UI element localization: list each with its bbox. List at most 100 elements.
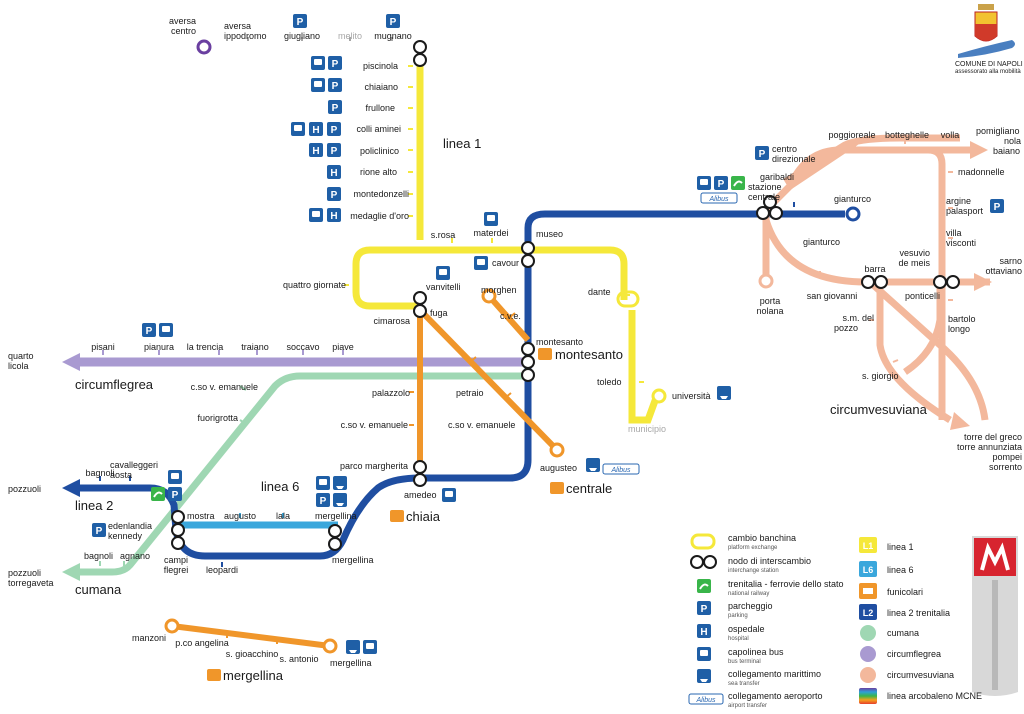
parking-icon: P bbox=[328, 56, 342, 70]
sea-transfer-icon bbox=[717, 386, 731, 400]
station-label: aversa bbox=[169, 16, 196, 26]
svg-text:barra: barra bbox=[864, 264, 885, 274]
svg-text:mergellina: mergellina bbox=[332, 555, 374, 565]
svg-text:s. giorgio: s. giorgio bbox=[862, 371, 899, 381]
bus-icon bbox=[311, 56, 325, 70]
svg-text:lala: lala bbox=[276, 511, 290, 521]
svg-text:policlinico: policlinico bbox=[360, 146, 399, 156]
svg-text:cumana: cumana bbox=[887, 628, 919, 638]
bus-icon bbox=[316, 476, 330, 490]
circumflegrea-line bbox=[62, 350, 530, 371]
bus-icon bbox=[436, 266, 450, 280]
parking-icon: P bbox=[92, 523, 106, 537]
svg-text:national railway: national railway bbox=[728, 591, 769, 597]
svg-text:rione alto: rione alto bbox=[360, 167, 397, 177]
svg-text:centrale: centrale bbox=[566, 481, 612, 496]
svg-text:botteghelle: botteghelle bbox=[885, 130, 929, 140]
funicolari-lines bbox=[171, 294, 560, 649]
sea-transfer-icon bbox=[333, 476, 347, 490]
svg-text:H: H bbox=[700, 627, 707, 638]
alibus-badge: Alibus bbox=[700, 192, 738, 204]
svg-text:melito: melito bbox=[338, 31, 362, 41]
svg-text:manzoni: manzoni bbox=[132, 633, 166, 643]
svg-text:giugliano: giugliano bbox=[284, 31, 320, 41]
svg-text:linea 1: linea 1 bbox=[887, 542, 914, 552]
svg-text:colli aminei: colli aminei bbox=[356, 124, 401, 134]
svg-text:palazzolo: palazzolo bbox=[372, 388, 410, 398]
svg-text:pisani: pisani bbox=[91, 342, 115, 352]
svg-text:P: P bbox=[332, 103, 339, 114]
trenitalia-icon bbox=[731, 176, 745, 190]
bus-icon bbox=[309, 208, 323, 222]
svg-text:P: P bbox=[320, 496, 327, 507]
svg-text:mergellina: mergellina bbox=[223, 668, 284, 683]
linea1-name: linea 1 bbox=[443, 136, 481, 151]
svg-text:capolinea bus: capolinea bus bbox=[728, 647, 784, 657]
parking-icon: P bbox=[328, 78, 342, 92]
bus-icon bbox=[474, 256, 488, 270]
bus-icon bbox=[484, 212, 498, 226]
pictograms: P P P P P H P H P H P H P P P P P P bbox=[92, 14, 1004, 654]
svg-text:san giovanni: san giovanni bbox=[807, 291, 858, 301]
svg-text:Alibus: Alibus bbox=[610, 467, 631, 474]
svg-text:mugnano: mugnano bbox=[374, 31, 412, 41]
svg-text:traiano: traiano bbox=[241, 342, 269, 352]
svg-text:parco margherita: parco margherita bbox=[340, 461, 408, 471]
svg-text:augusteo: augusteo bbox=[540, 463, 577, 473]
svg-text:gianturco: gianturco bbox=[834, 194, 871, 204]
svg-text:s. antonio: s. antonio bbox=[279, 654, 318, 664]
svg-text:chiaia: chiaia bbox=[406, 509, 441, 524]
svg-text:frullone: frullone bbox=[365, 103, 395, 113]
bus-icon bbox=[697, 176, 711, 190]
linea2-name: linea 2 bbox=[75, 498, 113, 513]
svg-text:la trencia: la trencia bbox=[187, 342, 224, 352]
circumflegrea-icon bbox=[860, 646, 876, 662]
parking-icon: P bbox=[327, 122, 341, 136]
svg-text:materdei: materdei bbox=[473, 228, 508, 238]
svg-text:montesanto: montesanto bbox=[555, 347, 623, 362]
parking-icon: P bbox=[168, 487, 182, 501]
svg-text:madonnelle: madonnelle bbox=[958, 167, 1005, 177]
parking-icon: P bbox=[386, 14, 400, 28]
sea-transfer-icon bbox=[333, 493, 347, 507]
svg-text:Alibus: Alibus bbox=[708, 196, 729, 203]
trenitalia-icon bbox=[151, 487, 165, 501]
circumvesuviana-icon bbox=[860, 667, 876, 683]
parking-icon: P bbox=[755, 146, 769, 160]
svg-text:P: P bbox=[146, 326, 153, 337]
alibus-icon bbox=[688, 693, 724, 705]
comune-logo: COMUNE DI NAPOLI assessorato alla mobili… bbox=[955, 4, 1023, 75]
svg-text:ospedale: ospedale bbox=[728, 624, 765, 634]
svg-text:dante: dante bbox=[588, 287, 611, 297]
parking-icon: P bbox=[328, 100, 342, 114]
svg-text:cimarosa: cimarosa bbox=[373, 316, 410, 326]
svg-text:pianura: pianura bbox=[144, 342, 174, 352]
funicular-names: montesanto centrale chiaia mergellina bbox=[223, 347, 623, 683]
line6-icon bbox=[859, 561, 877, 577]
svg-text:linea 6: linea 6 bbox=[887, 565, 914, 575]
svg-text:agnano: agnano bbox=[120, 551, 150, 561]
svg-text:P: P bbox=[331, 190, 338, 201]
svg-text:cambio banchina: cambio banchina bbox=[728, 533, 796, 543]
circumvesuviana-line bbox=[762, 134, 990, 423]
line-names: linea 1 linea 6 linea 2 circumflegrea cu… bbox=[75, 136, 928, 597]
svg-text:nodo di interscambio: nodo di interscambio bbox=[728, 556, 811, 566]
svg-text:mergellina: mergellina bbox=[330, 658, 372, 668]
svg-text:sea transfer: sea transfer bbox=[728, 681, 760, 687]
svg-text:P: P bbox=[390, 17, 397, 28]
svg-text:collegamento marittimo: collegamento marittimo bbox=[728, 669, 821, 679]
parking-icon bbox=[697, 601, 711, 615]
svg-text:L6: L6 bbox=[863, 565, 874, 575]
svg-text:H: H bbox=[312, 125, 319, 136]
svg-text:L1: L1 bbox=[863, 541, 874, 551]
